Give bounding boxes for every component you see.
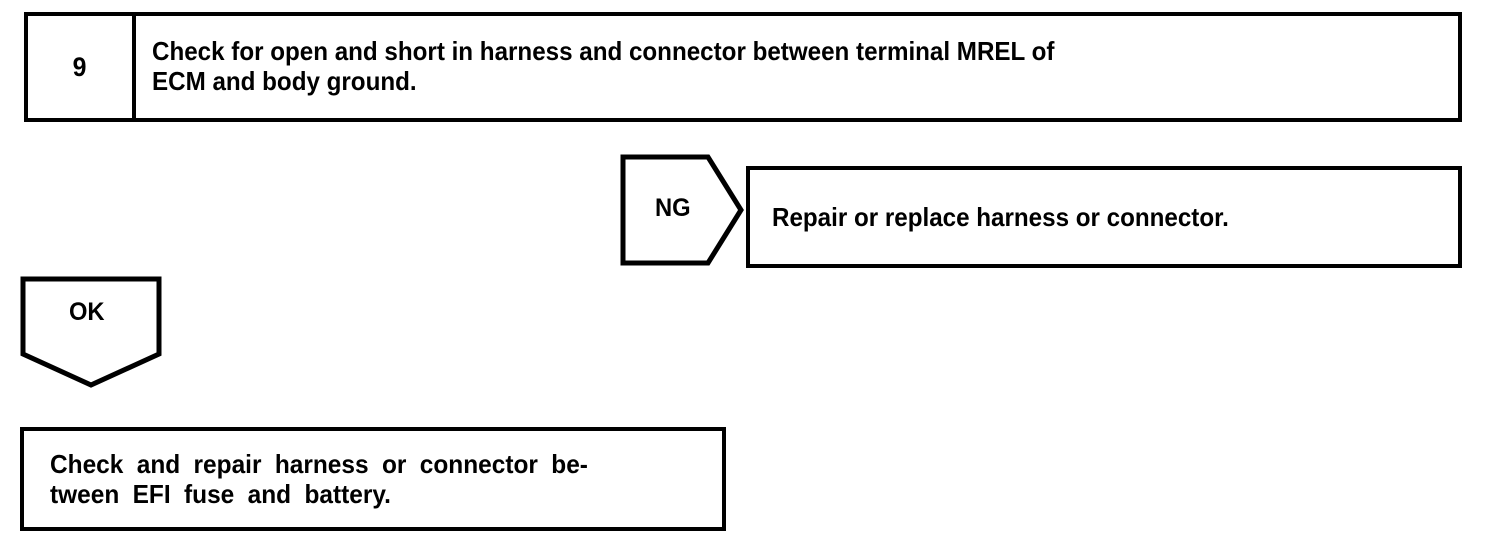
repair-or-replace-text: Repair or replace harness or connector. xyxy=(772,201,1229,232)
step-number-cell: 9 xyxy=(28,16,136,118)
ng-arrow-shape xyxy=(620,154,744,266)
step-instruction-text: Check for open and short in harness and … xyxy=(152,36,1055,96)
ok-branch-label: OK xyxy=(68,298,105,326)
ng-branch-label: NG xyxy=(654,194,691,222)
ng-branch-arrow xyxy=(618,152,746,268)
step-number-label: 9 xyxy=(73,51,87,82)
ok-branch-arrow xyxy=(18,274,164,390)
step-instruction-cell: Check for open and short in harness and … xyxy=(136,16,1458,118)
step-9-box: 9 Check for open and short in harness an… xyxy=(24,12,1462,122)
check-and-repair-text: Check and repair harness or connector be… xyxy=(50,448,588,509)
repair-or-replace-box: Repair or replace harness or connector. xyxy=(746,166,1462,268)
check-and-repair-box: Check and repair harness or connector be… xyxy=(20,427,726,531)
ok-arrow-shape xyxy=(20,276,162,388)
